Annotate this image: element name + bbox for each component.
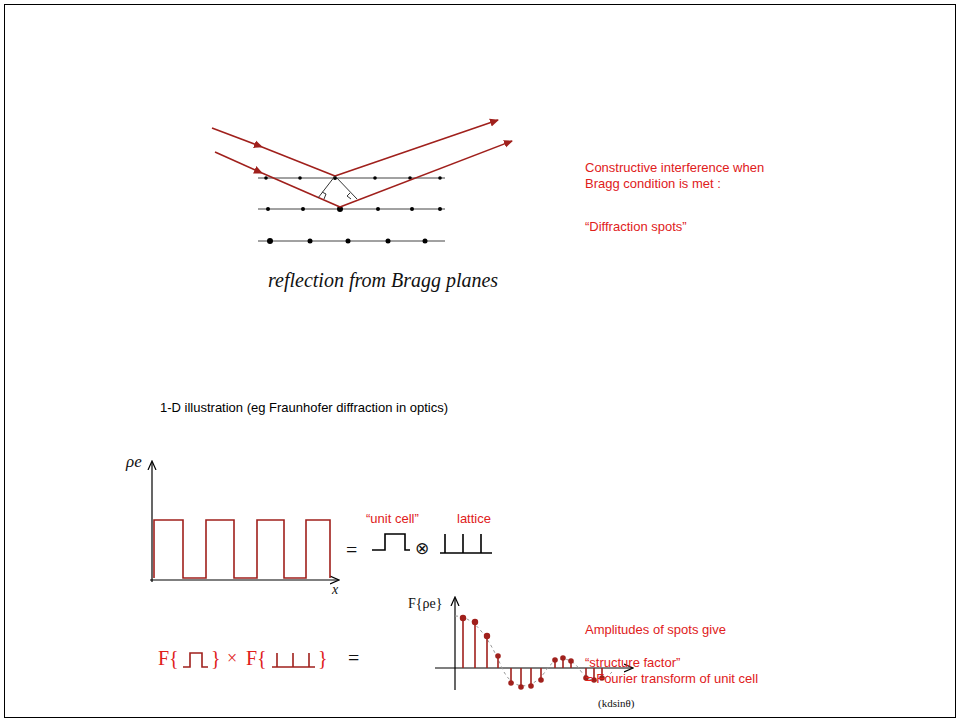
convolution-sign: ⊗ xyxy=(415,539,429,559)
path-difference-construction xyxy=(318,176,357,199)
x-ray-beams xyxy=(212,120,512,207)
axis-label: ρe xyxy=(126,452,142,472)
fourier-operator: } xyxy=(318,646,328,670)
fourier-operator: } xyxy=(211,646,221,670)
handwritten-caption: reflection from Bragg planes xyxy=(268,268,498,292)
annotation: = Fourier transform of unit cell xyxy=(585,671,758,687)
fourier-operator: F{ xyxy=(158,646,179,670)
annotation: Amplitudes of spots give xyxy=(585,622,726,638)
unit-cell-symbol xyxy=(183,653,208,667)
annotation: “unit cell” xyxy=(366,511,419,527)
bragg-planes xyxy=(258,178,445,241)
axis-label: F{ρe} xyxy=(408,596,442,613)
frame xyxy=(5,5,956,718)
density-axes xyxy=(150,462,338,582)
square-wave xyxy=(154,520,330,578)
section-heading: 1-D illustration (eg Fraunhofer diffract… xyxy=(160,400,448,416)
annotation: “Diffraction spots” xyxy=(585,219,687,235)
annotation: “structure factor” xyxy=(585,655,680,671)
axis-label: (kdsinθ) xyxy=(598,697,634,710)
diffraction-spots xyxy=(461,616,604,689)
lattice-comb xyxy=(440,534,492,553)
unit-cell-pulse xyxy=(372,534,410,550)
annotation: lattice xyxy=(457,511,491,527)
axis-label: x xyxy=(332,582,338,599)
fourier-operator: F{ xyxy=(246,646,267,670)
annotation: Constructive interference when Bragg con… xyxy=(585,160,800,191)
equals-sign: = xyxy=(346,538,357,562)
product-sign: × xyxy=(227,648,237,670)
equals-sign: = xyxy=(348,646,359,670)
lattice-symbol xyxy=(272,653,315,667)
